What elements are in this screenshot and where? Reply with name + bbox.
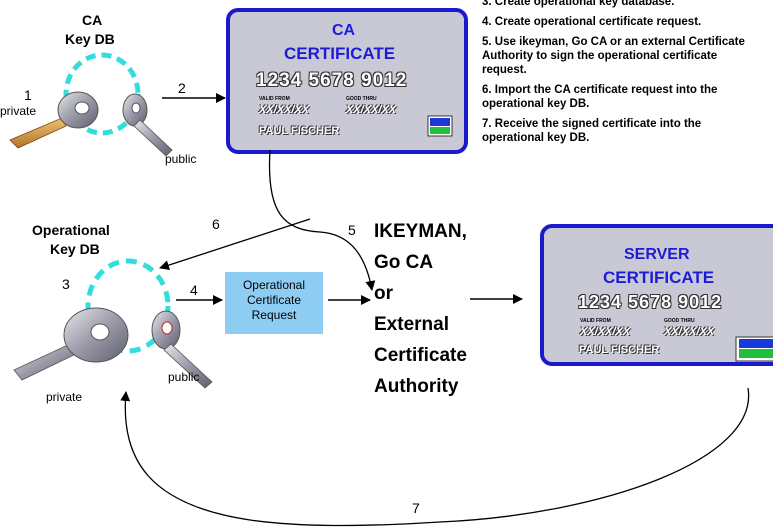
server-card-holder: PAUL FISCHER <box>579 344 660 356</box>
server-certificate-card <box>540 224 773 366</box>
authority-line-2: Go CA <box>374 252 434 273</box>
step-5-text-b: Authority to sign the operational certif… <box>482 50 718 62</box>
authority-line-5: Certificate <box>374 345 467 366</box>
step-number-6: 6 <box>212 216 220 232</box>
server-card-number: 1234 5678 9012 <box>578 292 723 312</box>
request-box-text: Operational Certificate Request <box>225 278 323 323</box>
op-keydb-title-2: Key DB <box>50 241 100 257</box>
step-5-text-c: request. <box>482 64 527 76</box>
step-6-text-a: 6. Import the CA certificate request int… <box>482 84 718 96</box>
ca-card-holder: PAUL FISCHER <box>259 125 340 137</box>
steps-list: 3. Create operational key database. 4. C… <box>482 0 773 151</box>
step-number-3: 3 <box>62 276 70 292</box>
step-number-7: 7 <box>412 500 420 516</box>
server-card-valid-from-label: VALID FROM <box>580 318 611 324</box>
ca-card-number: 1234 5678 9012 <box>256 70 408 91</box>
ca-card-title-1: CA <box>332 22 356 39</box>
op-private-key-icon <box>13 307 129 381</box>
step-7-text-b: operational key DB. <box>482 132 590 144</box>
step-3-text: 3. Create operational key database. <box>482 0 675 8</box>
step-number-2: 2 <box>178 80 186 96</box>
ca-keydb-title-1: CA <box>82 12 103 28</box>
request-line-2: Certificate <box>246 293 302 307</box>
request-line-1: Operational <box>242 278 306 292</box>
server-card-title-1: SERVER <box>624 246 690 263</box>
authority-line-1: IKEYMAN, <box>374 221 467 242</box>
ca-public-key-icon <box>122 93 173 157</box>
authority-line-6: Authority <box>374 376 459 397</box>
arrow-5 <box>268 149 376 291</box>
ca-card-valid-from-label: VALID FROM <box>259 96 290 102</box>
ca-card-good-thru: XX/XX/XX <box>346 104 397 116</box>
ca-certificate-card <box>226 8 468 154</box>
server-card-title-2: CERTIFICATE <box>603 268 715 287</box>
ca-private-label: private <box>0 104 37 118</box>
ca-card-good-thru-label: GOOD THRU <box>346 96 377 102</box>
server-card-good-thru: XX/XX/XX <box>664 326 715 338</box>
ca-keydb-title-2: Key DB <box>65 31 115 47</box>
step-7-text-a: 7. Receive the signed certificate into t… <box>482 118 702 130</box>
op-keydb-title-1: Operational <box>32 222 110 238</box>
op-keydb-ring <box>85 258 171 354</box>
op-private-label: private <box>46 390 83 404</box>
ca-card-valid-from: XX/XX/XX <box>259 104 310 116</box>
server-card-good-thru-label: GOOD THRU <box>664 318 695 324</box>
ca-public-label: public <box>165 152 197 166</box>
ca-private-key-icon <box>9 91 99 149</box>
server-card-valid-from: XX/XX/XX <box>580 326 631 338</box>
op-public-key-icon <box>151 310 213 389</box>
request-line-3: Request <box>251 308 297 322</box>
authority-line-4: External <box>374 314 449 335</box>
authority-text: IKEYMAN, Go CA or External Certificate A… <box>374 216 467 402</box>
step-4-text: 4. Create operational certificate reques… <box>482 16 702 28</box>
step-number-5: 5 <box>348 222 356 238</box>
authority-line-3: or <box>374 283 393 304</box>
step-6-text-b: operational key DB. <box>482 98 590 110</box>
arrow-6 <box>159 218 311 270</box>
step-5-text-a: 5. Use ikeyman, Go CA or an external Cer… <box>482 36 745 48</box>
request-box <box>225 272 323 334</box>
step-number-1: 1 <box>24 87 32 103</box>
step-number-4: 4 <box>190 282 198 298</box>
arrow-7 <box>120 387 750 527</box>
op-public-label: public <box>168 370 200 384</box>
ca-card-title-2: CERTIFICATE <box>284 44 396 63</box>
